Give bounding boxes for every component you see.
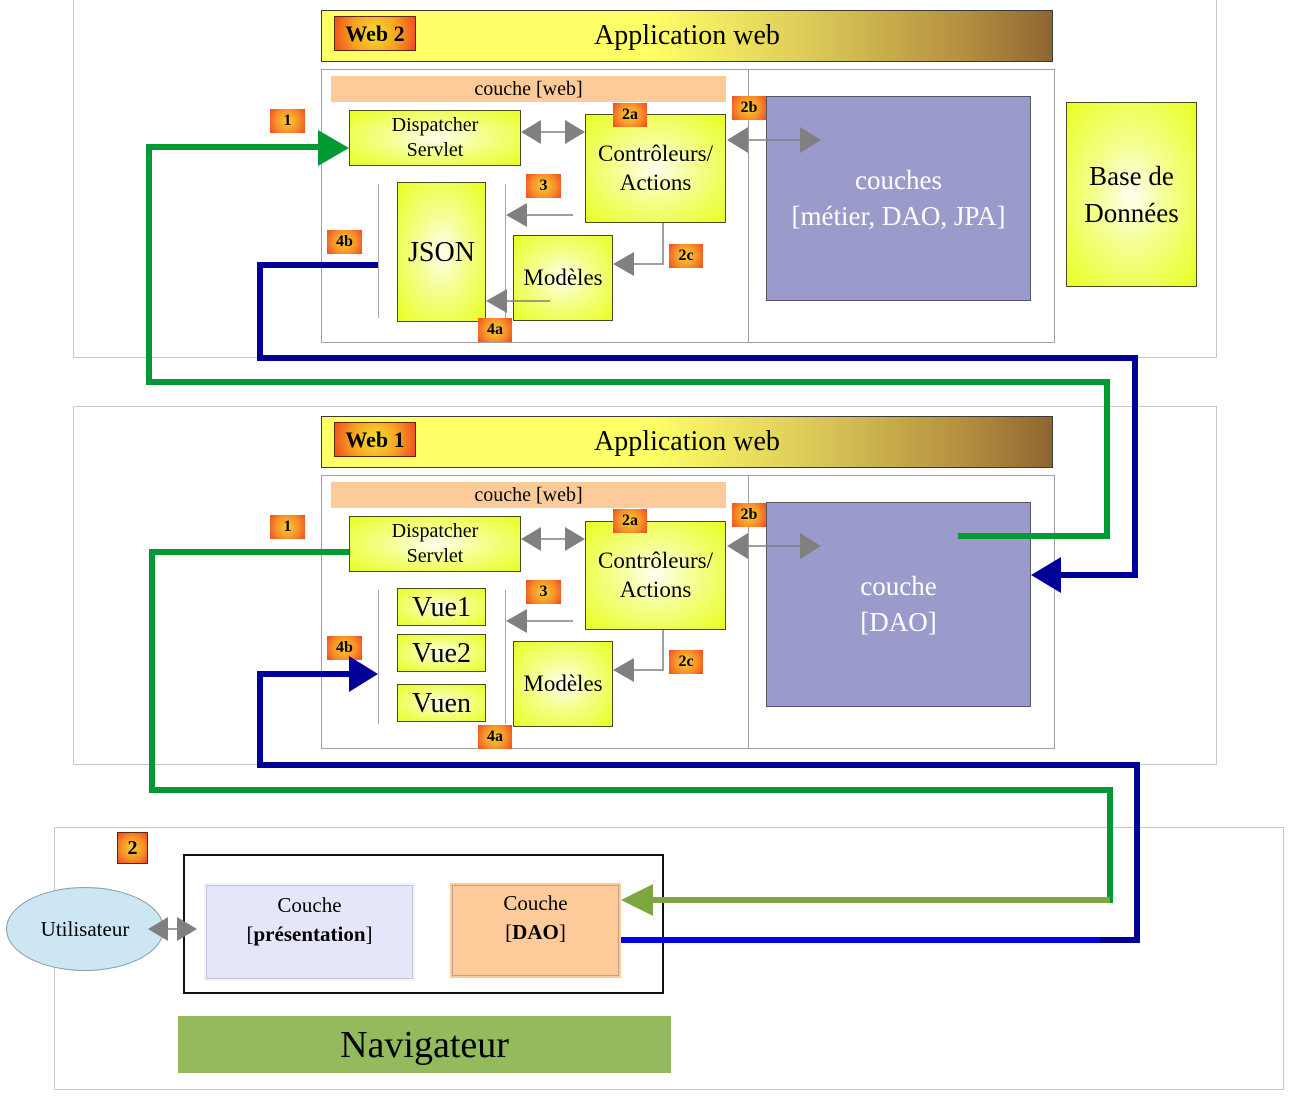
web1-controllers-line1: Contrôleurs/: [598, 547, 713, 573]
web2-controllers-line1: Contrôleurs/: [598, 140, 713, 166]
web1-step-4b: 4b: [327, 636, 362, 660]
web1-models[interactable]: Modèles: [513, 641, 613, 727]
web2-layers-line2: [métier, DAO, JPA]: [791, 200, 1006, 231]
web2-step-2b: 2b: [732, 96, 766, 120]
web1-dispatcher-servlet[interactable]: Dispatcher Servlet: [349, 516, 521, 572]
web2-view-bracket-left: [378, 184, 379, 318]
dao-line1: Couche: [503, 891, 568, 915]
web2-step-2a: 2a: [613, 103, 647, 127]
web2-view-bracket-right: [505, 184, 506, 318]
user-label: Utilisateur: [40, 916, 130, 941]
web1-step-3: 3: [526, 580, 561, 604]
presentation-layer[interactable]: Couche [présentation]: [204, 883, 415, 981]
web2-step-4a: 4a: [478, 318, 512, 342]
web1-title-bar: Application web: [321, 416, 1053, 468]
web2-title-bar: Application web: [321, 10, 1053, 62]
web1-view-bracket-left: [378, 590, 379, 724]
web1-view-n[interactable]: Vuen: [397, 684, 486, 722]
web1-view-bracket-right: [505, 590, 506, 724]
web1-title: Application web: [594, 426, 780, 457]
web1-dao-layer[interactable]: couche [DAO]: [766, 502, 1031, 707]
web1-web-layer: couche [web]: [331, 482, 726, 508]
presentation-bold: présentation: [253, 922, 366, 947]
web1-view-2[interactable]: Vue2: [397, 634, 486, 672]
web1-dispatcher-line1: Dispatcher: [391, 520, 479, 542]
web1-step-2c: 2c: [669, 650, 703, 674]
web2-models[interactable]: Modèles: [513, 235, 613, 321]
web2-dispatcher-line1: Dispatcher: [391, 114, 479, 136]
web1-step-2a: 2a: [613, 509, 647, 533]
navigator-label: Navigateur: [340, 1023, 509, 1066]
web2-dispatcher-line2: Servlet: [406, 139, 464, 161]
browser-dao-layer[interactable]: Couche [DAO]: [450, 883, 621, 978]
browser-step-2: 2: [117, 832, 148, 864]
web1-view-1[interactable]: Vue1: [397, 588, 486, 626]
web2-controllers-line2: Actions: [619, 169, 692, 195]
web2-database-line2: Données: [1084, 197, 1179, 228]
web2-dispatcher-servlet[interactable]: Dispatcher Servlet: [349, 110, 521, 166]
web2-database-line1: Base de: [1089, 161, 1174, 192]
presentation-line1: Couche: [277, 893, 342, 917]
web2-business-layers[interactable]: couches [métier, DAO, JPA]: [766, 96, 1031, 301]
presentation-line2: [présentation]: [247, 920, 373, 949]
web2-step-2c: 2c: [669, 244, 703, 268]
web1-controllers-line2: Actions: [619, 576, 692, 602]
web2-layers-line1: couches: [855, 165, 942, 196]
web1-step-4a: 4a: [478, 725, 512, 749]
web2-database[interactable]: Base de Données: [1066, 102, 1197, 287]
web2-badge: Web 2: [334, 16, 416, 51]
web1-layers-line2: [DAO]: [860, 606, 937, 637]
web1-step-1: 1: [270, 515, 305, 539]
web2-step-1: 1: [270, 109, 305, 133]
user-actor[interactable]: Utilisateur: [6, 887, 164, 971]
bracket-open: [: [246, 922, 254, 947]
web2-step-4b: 4b: [327, 230, 362, 254]
web1-dispatcher-line2: Servlet: [406, 545, 464, 567]
web2-controllers[interactable]: Contrôleurs/ Actions: [585, 114, 726, 223]
web2-json-view[interactable]: JSON: [397, 182, 486, 322]
web2-title: Application web: [594, 20, 780, 51]
web2-web-layer: couche [web]: [331, 76, 726, 102]
bracket-close: ]: [365, 922, 373, 947]
bracket-close: ]: [558, 920, 566, 945]
web2-step-3: 3: [526, 174, 561, 198]
web1-layers-line1: couche: [860, 571, 937, 602]
dao-line2: [DAO]: [505, 918, 566, 947]
web1-badge: Web 1: [334, 422, 416, 457]
web1-step-2b: 2b: [732, 503, 766, 527]
web1-controllers[interactable]: Contrôleurs/ Actions: [585, 521, 726, 630]
dao-bold: DAO: [512, 920, 559, 945]
navigator-bar: Navigateur: [178, 1016, 671, 1073]
